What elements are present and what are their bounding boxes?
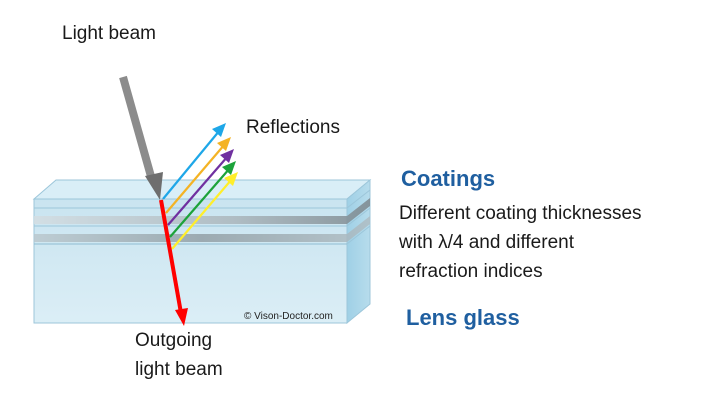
reflections-label: Reflections: [246, 117, 340, 138]
coating-side-line: [346, 189, 371, 209]
coating-layers: [34, 189, 371, 245]
reflection-arrow-orange: [165, 137, 231, 214]
coatings-description-line-2: with λ/4 and different: [399, 232, 574, 253]
reflection-arrows: [162, 123, 238, 250]
block-top-face: [32, 179, 372, 200]
coating-side-line: [346, 225, 371, 245]
reflection-arrow-blue: [162, 123, 226, 200]
outgoing-label-line-2: light beam: [135, 359, 223, 380]
coatings-description-line-3: refraction indices: [399, 261, 543, 282]
coating-layer-gray-lower: [34, 216, 370, 242]
reflection-arrow-purple: [167, 149, 234, 226]
lens-glass-heading: Lens glass: [406, 305, 520, 330]
coatings-description-line-1: Different coating thicknesses: [399, 203, 642, 224]
copyright-notice: © Vison-Doctor.com: [244, 311, 333, 322]
light-beam-label: Light beam: [62, 23, 157, 44]
reflection-arrow-green: [169, 161, 236, 238]
coating-layer-gray: [34, 198, 370, 224]
outgoing-light-beam-arrow: [159, 199, 188, 326]
coating-side-line: [346, 207, 371, 227]
coatings-heading: Coatings: [401, 166, 496, 191]
incoming-light-beam-arrow: [119, 75, 163, 200]
outgoing-label-line-1: Outgoing: [135, 330, 213, 351]
reflection-arrow-yellow: [171, 172, 238, 250]
